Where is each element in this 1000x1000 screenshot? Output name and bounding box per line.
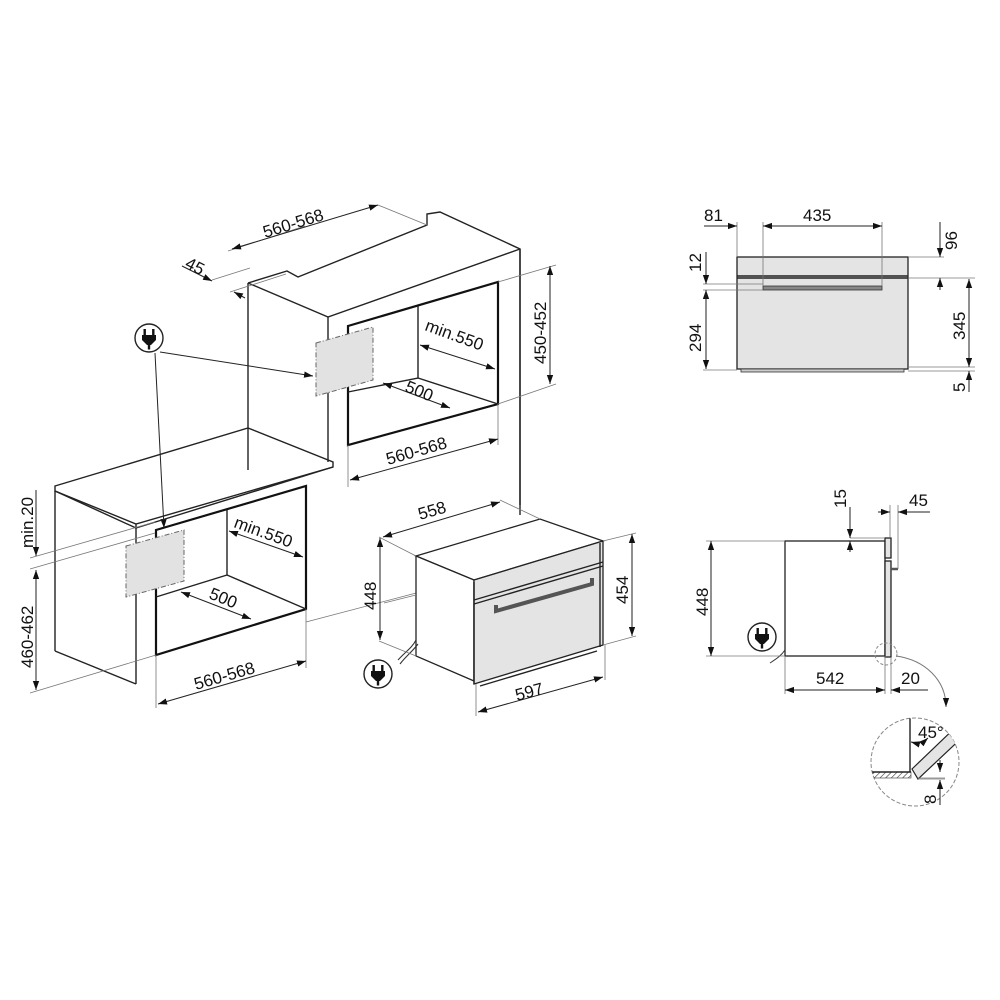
dim-front-height: 454 xyxy=(613,576,632,604)
oven-isometric xyxy=(363,518,606,689)
oven-front-view xyxy=(736,256,909,373)
dim-top-gap: 45 xyxy=(182,254,207,280)
dim-base-niche-depth: min.550 xyxy=(232,513,295,552)
dim-body-height: 448 xyxy=(361,582,380,610)
front-view-dimensions: 81 435 96 12 294 345 5 xyxy=(686,206,975,392)
dim-base-niche-floor: 500 xyxy=(207,584,240,612)
tall-cabinet-plug xyxy=(134,323,314,529)
dim-niche-height: 450-452 xyxy=(531,302,550,364)
base-cabinet xyxy=(54,427,334,685)
detail-gap: 8 xyxy=(921,795,940,804)
dim-handle-depth: 45 xyxy=(909,491,928,510)
plug-icon xyxy=(747,622,777,652)
plug-icon xyxy=(134,323,164,353)
dim-side-height: 448 xyxy=(693,588,712,616)
detail-45-degree: 45° 8 xyxy=(870,717,960,807)
dim-door-height: 294 xyxy=(686,324,705,352)
dim-handle-gap: 12 xyxy=(686,253,705,272)
dim-top-offset: 15 xyxy=(831,489,850,508)
vent-area xyxy=(125,529,185,598)
dim-base-gap: 5 xyxy=(950,383,969,392)
dim-front-width: 597 xyxy=(513,679,545,705)
plug-icon xyxy=(363,659,393,689)
detail-angle: 45° xyxy=(918,723,944,742)
side-view-body xyxy=(784,540,886,657)
dim-lower-height: 345 xyxy=(950,312,969,340)
oven-side-view xyxy=(747,537,950,708)
dim-clearance: min.20 xyxy=(18,497,37,548)
vent-area xyxy=(315,326,374,397)
dim-front-thickness: 20 xyxy=(901,669,920,688)
dim-top-width: 560-568 xyxy=(261,205,326,241)
dim-niche-width: 560-568 xyxy=(384,433,449,468)
base-cabinet-dimensions: min.20 460-462 min.550 500 560-568 xyxy=(18,490,421,708)
dim-body-depth: 542 xyxy=(816,669,844,688)
dim-handle-offset: 81 xyxy=(704,206,723,225)
side-view-dimensions: 448 15 45 542 20 xyxy=(693,489,930,694)
dim-base-niche-height: 460-462 xyxy=(18,606,37,668)
oven-handle xyxy=(494,578,594,614)
dim-handle-width: 435 xyxy=(803,206,831,225)
dim-top-panel: 96 xyxy=(942,231,961,250)
dim-base-niche-width: 560-568 xyxy=(192,658,257,693)
front-view-handle xyxy=(762,285,883,291)
dim-depth: 558 xyxy=(416,498,449,524)
